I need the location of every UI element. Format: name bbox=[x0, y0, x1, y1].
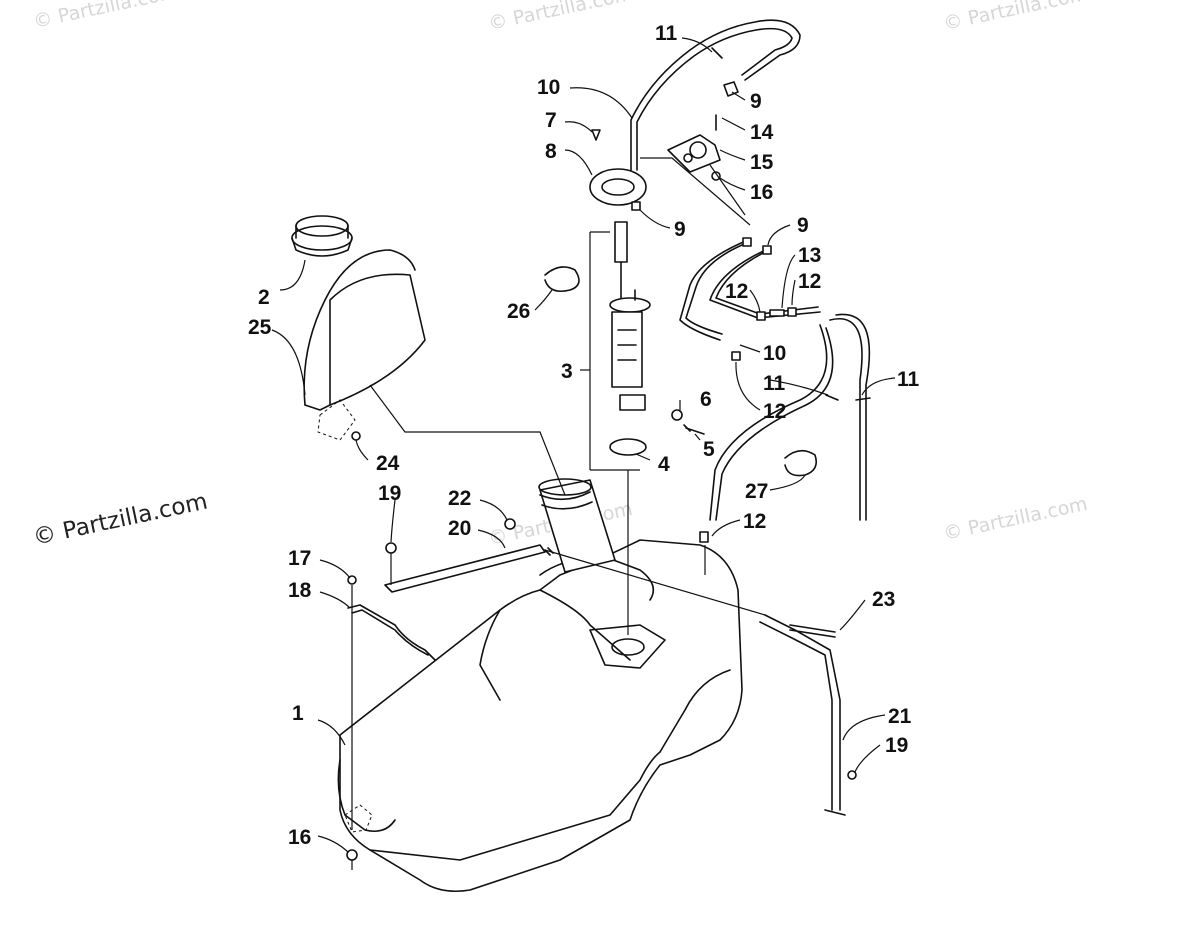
callout-20: 20 bbox=[448, 517, 471, 540]
watermark-left: © Partzilla.com bbox=[31, 489, 210, 551]
callout-17: 17 bbox=[288, 547, 311, 570]
callout-12b: 12 bbox=[798, 270, 821, 293]
filler-gasket bbox=[317, 399, 361, 441]
callout-16a: 16 bbox=[750, 181, 773, 204]
fuel-cap bbox=[291, 215, 353, 257]
callout-14: 14 bbox=[750, 121, 774, 144]
callout-5: 5 bbox=[703, 438, 715, 461]
callout-12a: 12 bbox=[725, 280, 748, 303]
watermark-top-left: © Partzilla.com bbox=[31, 0, 179, 33]
filler-neck bbox=[538, 478, 616, 573]
tank-strap-left bbox=[346, 575, 436, 861]
callout-24: 24 bbox=[376, 452, 400, 475]
hose-clamp-27 bbox=[784, 449, 818, 477]
callout-23: 23 bbox=[872, 588, 895, 611]
callout-26: 26 bbox=[507, 300, 530, 323]
callout-18: 18 bbox=[288, 579, 312, 602]
callout-8: 8 bbox=[545, 140, 557, 163]
callout-9a: 9 bbox=[750, 90, 762, 113]
hose-clamp-26 bbox=[544, 266, 580, 293]
callout-19b: 19 bbox=[885, 734, 908, 757]
callout-6: 6 bbox=[700, 388, 712, 411]
callout-9b: 9 bbox=[674, 218, 686, 241]
check-valve bbox=[667, 114, 721, 181]
tank-strap-upper bbox=[384, 518, 554, 593]
watermark-mid-right: © Partzilla.com bbox=[941, 493, 1089, 545]
fuel-tank bbox=[337, 539, 743, 893]
callout-16b: 16 bbox=[288, 826, 311, 849]
callout-9c: 9 bbox=[797, 214, 809, 237]
vent-hose-lower bbox=[709, 313, 871, 521]
callout-1: 1 bbox=[292, 702, 304, 725]
callout-12c: 12 bbox=[763, 400, 786, 423]
callout-10b: 10 bbox=[763, 342, 786, 365]
vent-hose-upper bbox=[630, 19, 801, 171]
callout-leaders bbox=[271, 37, 896, 853]
callout-22: 22 bbox=[448, 487, 471, 510]
callout-21: 21 bbox=[888, 705, 912, 728]
callout-7: 7 bbox=[545, 109, 557, 132]
cap-tether bbox=[303, 249, 426, 411]
hose-fittings bbox=[631, 81, 871, 543]
ring-screw bbox=[591, 129, 601, 141]
callout-11c: 11 bbox=[897, 368, 920, 391]
callout-11a: 11 bbox=[655, 22, 678, 45]
pump-bolt bbox=[683, 424, 705, 435]
fuel-pump-assembly bbox=[589, 221, 651, 471]
watermark-top-center: © Partzilla.com bbox=[486, 0, 634, 35]
watermark-top-right: © Partzilla.com bbox=[941, 0, 1089, 35]
return-hose bbox=[679, 239, 821, 341]
callout-10a: 10 bbox=[537, 76, 560, 99]
callout-13: 13 bbox=[798, 244, 821, 267]
callout-25: 25 bbox=[248, 316, 272, 339]
callout-19a: 19 bbox=[378, 482, 401, 505]
pump-nut bbox=[671, 409, 683, 421]
callout-11b: 11 bbox=[763, 372, 786, 395]
callout-labels: 1 2 3 4 5 6 7 8 9 9 9 10 10 11 11 11 12 … bbox=[248, 22, 920, 849]
callout-15: 15 bbox=[750, 151, 774, 174]
retaining-ring bbox=[589, 168, 647, 206]
callout-4: 4 bbox=[658, 453, 670, 476]
callout-2: 2 bbox=[258, 286, 270, 309]
pump-seal bbox=[609, 438, 647, 456]
callout-3: 3 bbox=[561, 360, 573, 383]
tank-strap-right bbox=[544, 549, 857, 816]
callout-27: 27 bbox=[745, 480, 768, 503]
assembly-leaders bbox=[351, 384, 706, 870]
callout-12d: 12 bbox=[743, 510, 766, 533]
valve-vent-line bbox=[640, 157, 751, 226]
